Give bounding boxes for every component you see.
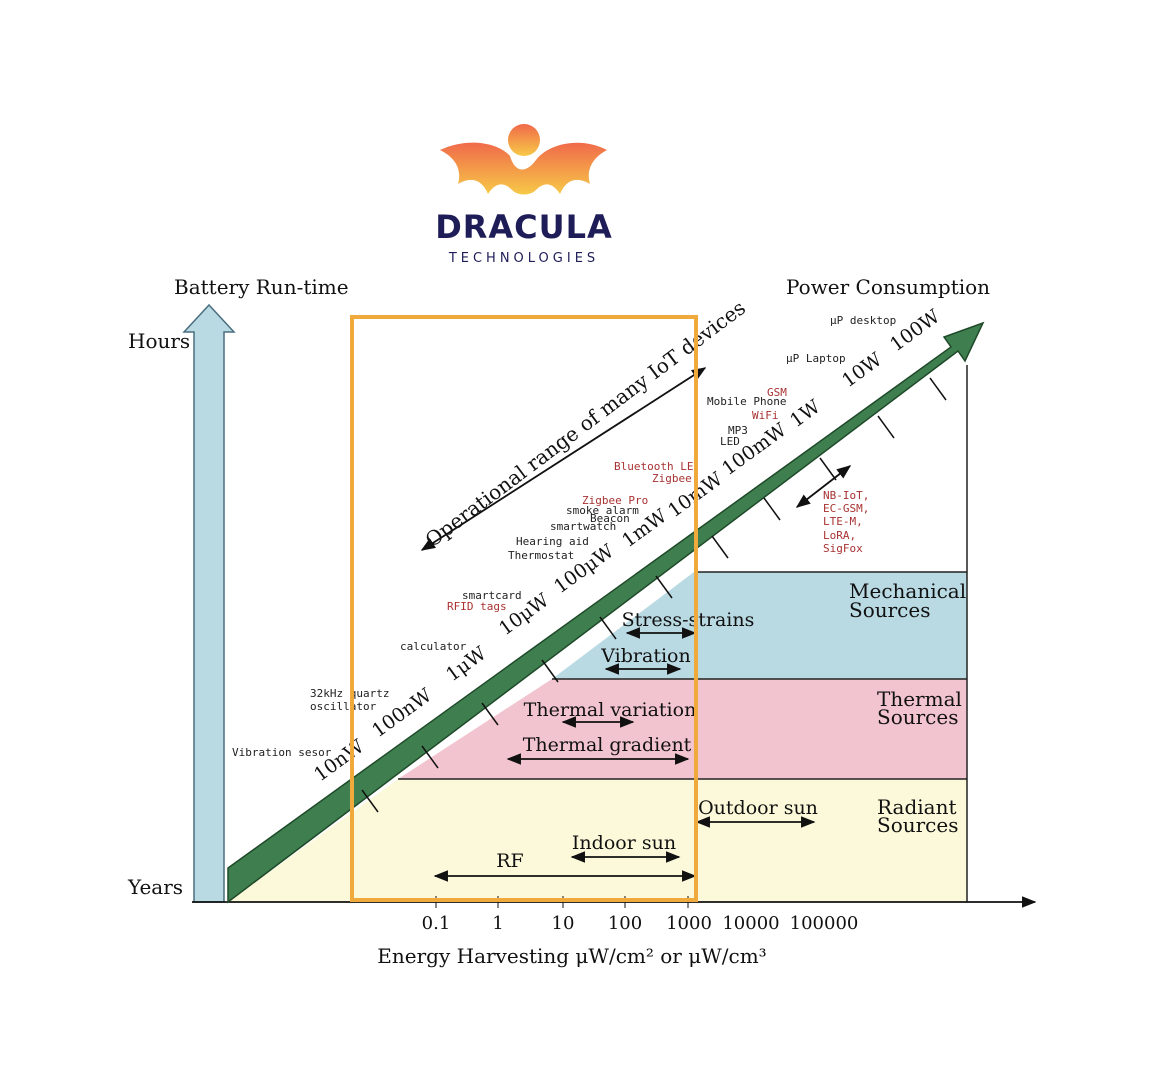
stress-strains-label: Stress-strains [622, 609, 755, 631]
rf-label: RF [496, 850, 524, 872]
radiant-sources-label: Radiant [877, 795, 956, 819]
device-label: WiFi [752, 409, 779, 422]
y-axis-arrow [182, 303, 236, 903]
power-label: 100W [886, 305, 944, 356]
mechanical-sources-label: Sources [849, 598, 930, 622]
lpwan-labels: NB-IoT, EC-GSM, LTE-M, LoRA, SigFox [823, 489, 869, 555]
device-label: 32kHz quartz [310, 687, 389, 700]
dracula-logo: DRACULA TECHNOLOGIES [435, 124, 613, 266]
thermal-sources-label: Sources [877, 705, 958, 729]
mechanical-sources-label: Mechanical [849, 579, 966, 603]
device-label: RFID tags [447, 600, 507, 613]
mechanical-region [552, 572, 967, 679]
lpwan-label: LoRA, [823, 529, 856, 542]
device-label: Mobile Phone [707, 395, 786, 408]
device-label: μP Laptop [786, 352, 846, 365]
device-label: oscillator [310, 700, 377, 713]
x-tick-label: 1 [492, 913, 503, 934]
lpwan-label: LTE-M, [823, 515, 863, 528]
x-axis-title: Energy Harvesting μW/cm² or μW/cm³ [377, 944, 766, 968]
device-label: Vibration sesor [232, 746, 332, 759]
device-label: Thermostat [508, 549, 574, 562]
power-consumption-arrow [227, 321, 985, 904]
indoor-sun-label: Indoor sun [572, 832, 676, 854]
power-scale-ticks [361, 377, 947, 813]
device-label: calculator [400, 640, 467, 653]
device-label: GSM [767, 386, 787, 399]
operational-range-arrow [420, 367, 707, 551]
bat-logo-icon [440, 124, 607, 195]
radiant-sources-label: Sources [877, 813, 958, 837]
device-label: LED [720, 435, 740, 448]
x-axis-ticks: 0.1 1 10 100 1000 10000 100000 [422, 896, 859, 934]
power-consumption-title: Power Consumption [786, 275, 990, 299]
device-label: Bluetooth LE [614, 460, 693, 473]
lpwan-label: SigFox [823, 542, 863, 555]
x-tick-label: 1000 [666, 913, 712, 934]
thermal-gradient-label: Thermal gradient [523, 734, 692, 756]
y-axis-title: Battery Run-time [174, 275, 349, 299]
device-label: smartwatch [550, 520, 616, 533]
device-labels: Vibration sesor 32kHz quartz oscillator … [232, 314, 896, 759]
device-label: Zigbee Pro [582, 494, 648, 507]
thermal-variation-label: Thermal variation [524, 699, 697, 721]
x-tick-label: 100000 [790, 913, 859, 934]
logo-wordmark: DRACULA [435, 208, 613, 246]
x-tick-label: 10000 [722, 913, 779, 934]
highlight-box [350, 315, 698, 902]
power-label: 1W [786, 395, 825, 432]
x-tick-label: 100 [608, 913, 642, 934]
thermal-sources-label: Thermal [877, 687, 962, 711]
device-label: MP3 [728, 424, 748, 437]
harvesting-ranges [433, 627, 816, 882]
y-axis-years-label: Years [127, 875, 183, 899]
device-label: smoke alarm [566, 504, 639, 517]
y-axis-hours-label: Hours [128, 329, 190, 353]
device-label: Hearing aid [516, 535, 589, 548]
logo-subtitle: TECHNOLOGIES [448, 251, 599, 266]
device-label: smartcard [462, 589, 522, 602]
vibration-label: Vibration [600, 645, 690, 667]
lpwan-label: NB-IoT, [823, 489, 869, 502]
radiant-region [228, 779, 967, 902]
lpwan-label: EC-GSM, [823, 502, 869, 515]
device-label: Zigbee [652, 472, 692, 485]
x-tick-label: 10 [552, 913, 575, 934]
outdoor-sun-label: Outdoor sun [698, 797, 818, 819]
device-label: μP desktop [830, 314, 896, 327]
lpwan-arrow [795, 465, 852, 508]
device-label: Beacon [590, 512, 630, 525]
x-tick-label: 0.1 [422, 913, 451, 934]
